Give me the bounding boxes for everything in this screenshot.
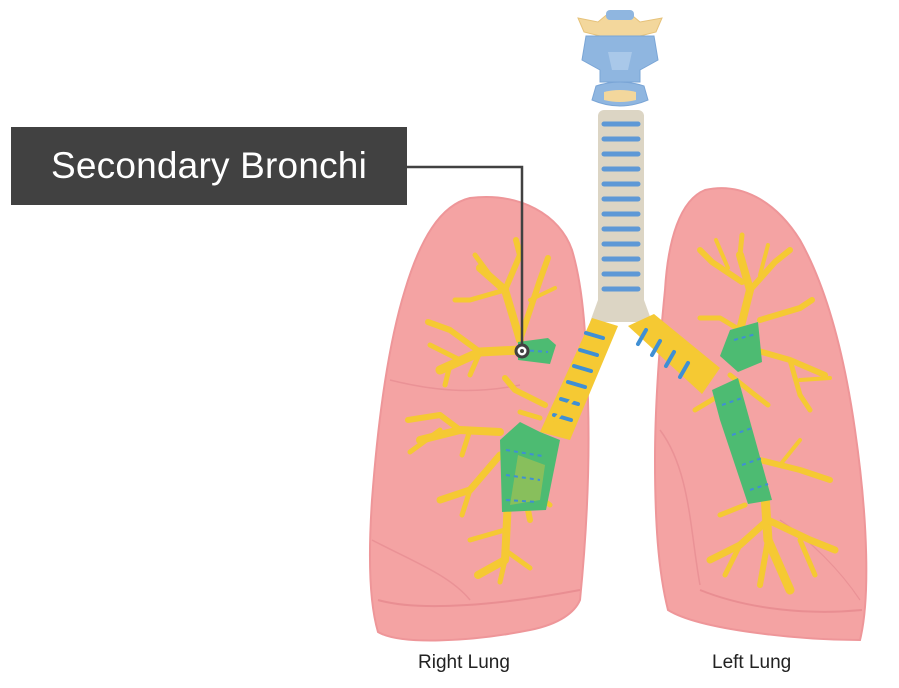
left-lung-label: Left Lung <box>712 652 792 673</box>
right-secondary-bronchi <box>500 338 560 512</box>
left-bronchial-tree <box>692 232 839 595</box>
left-secondary-bronchi <box>712 322 772 504</box>
larynx <box>577 10 663 107</box>
right-bronchial-tree <box>405 237 574 585</box>
callout-label: Secondary Bronchi <box>11 127 407 205</box>
trachea <box>590 110 652 322</box>
callout-leader <box>407 165 530 359</box>
primary-bronchi <box>540 314 720 440</box>
right-lung-label: Right Lung <box>418 652 510 673</box>
right-lung <box>369 196 590 642</box>
